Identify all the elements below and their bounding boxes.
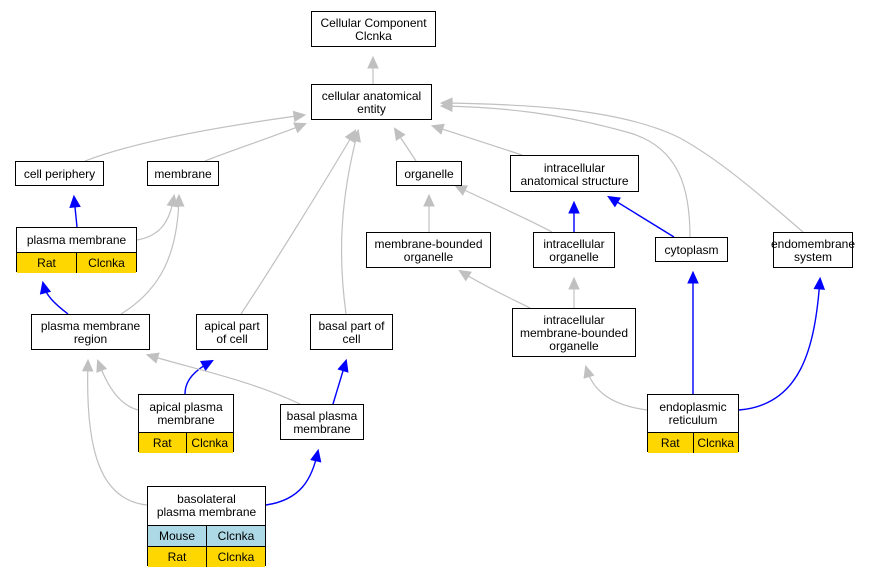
arrowhead-er-to-cyto [687, 270, 699, 284]
annotation-row: Rat Clcnka [139, 432, 233, 453]
node-label: intracellular organelle [543, 237, 605, 264]
edge-membrane-to-cae [204, 123, 306, 162]
node-label: cytoplasm [664, 243, 719, 257]
node-label: basal plasma membrane [286, 409, 358, 436]
arrowhead-pmr-to-pm [39, 280, 52, 295]
annotation-row: Rat Clcnka [648, 432, 738, 453]
arrowhead-blpm-to-bpm [310, 448, 322, 463]
arrowhead-ias-to-cae [430, 123, 445, 135]
node-label: basal part of cell [318, 319, 385, 346]
arrowhead-endo-to-cae [439, 97, 453, 109]
node-label: cell periphery [23, 167, 96, 181]
node-bpm: basal plasma membrane [280, 404, 364, 440]
arrowhead-er-to-imbo [583, 364, 595, 379]
edge-endo-to-cae [441, 102, 804, 233]
node-label: endomembrane system [770, 237, 856, 264]
annotation-species: Mouse [158, 528, 196, 543]
annotation-row: Rat Clcnka [17, 252, 136, 273]
node-endo: endomembrane system [770, 232, 856, 268]
arrowhead-io-to-ias [568, 200, 580, 214]
node-label: Cellular Component Clcnka [320, 16, 427, 43]
arrowhead-cyto-to-ias [607, 195, 621, 208]
arrowhead-cae-to-root [367, 55, 379, 69]
arrowhead-bpm-to-bpc [337, 358, 349, 373]
annotation-gene: Clcnka [185, 433, 234, 453]
annotation-species: Rat [660, 435, 680, 450]
arrowhead-imbo-to-io [568, 276, 580, 290]
edge-blpm-to-bpm [265, 450, 319, 506]
annotation-species: Rat [37, 255, 56, 270]
node-organelle: organelle [396, 161, 462, 186]
edge-er-to-imbo [585, 366, 648, 411]
node-mbo: membrane-bounded organelle [366, 232, 491, 268]
node-root: Cellular Component Clcnka [311, 11, 436, 47]
arrowhead-er-to-endo [813, 276, 826, 290]
node-pmr: plasma membrane region [31, 314, 150, 350]
node-io: intracellular organelle [533, 232, 615, 268]
node-label: organelle [404, 167, 454, 181]
annotation-gene: Clcnka [206, 547, 265, 567]
node-label: membrane [154, 167, 212, 181]
annotation-row: Rat Clcnka [148, 546, 265, 567]
annotation-species: Rat [152, 435, 172, 450]
node-apc: apical part of cell [196, 314, 268, 350]
node-label: intracellular membrane-bounded organelle [519, 313, 629, 353]
annotation-row: Mouse Clcnka [148, 525, 265, 546]
node-cae: cellular anatomical entity [311, 84, 432, 120]
arrowhead-blpm-to-pmr [81, 358, 94, 372]
node-label: plasma membrane [26, 232, 127, 247]
edge-blpm-to-pmr [87, 360, 148, 506]
node-label: intracellular anatomical structure [520, 160, 629, 188]
arrowhead-bpc-to-cae [349, 128, 361, 143]
arrowhead-bpm-to-pmr [145, 352, 160, 364]
node-label: membrane-bounded organelle [374, 237, 483, 264]
node-label: cellular anatomical entity [321, 89, 422, 116]
node-imbo: intracellular membrane-bounded organelle [512, 308, 636, 357]
annotation-species: Rat [167, 549, 187, 564]
annotation-gene: Clcnka [206, 526, 265, 546]
edge-imbo-to-mbo [459, 270, 531, 309]
edge-bpc-to-cae [340, 130, 359, 315]
edge-ias-to-cae [432, 125, 523, 156]
node-label: basolateral plasma membrane [156, 492, 257, 519]
node-label: plasma membrane region [40, 319, 141, 346]
node-ias: intracellular anatomical structure [510, 155, 639, 192]
edge-cyto-to-ias [608, 196, 675, 238]
arrowhead-mbo-to-organelle [423, 193, 435, 207]
node-label: endoplasmic reticulum [659, 399, 727, 427]
annotation-gene: Clcnka [76, 253, 136, 273]
arrowhead-imbo-to-mbo [458, 269, 472, 282]
node-label: apical part of cell [204, 319, 260, 346]
edge-io-to-organelle [455, 185, 553, 233]
node-label: apical plasma membrane [149, 399, 223, 427]
node-membrane: membrane [147, 161, 219, 186]
edge-apc-to-cae [240, 130, 356, 315]
arrowhead-organelle-to-cae [393, 127, 406, 141]
edge-cellper-to-cae [84, 114, 305, 162]
arrowhead-cellper-to-cae [292, 110, 307, 123]
edge-pmr-to-membrane [120, 195, 180, 315]
edge-er-to-endo [738, 278, 821, 411]
node-cellper: cell periphery [15, 161, 104, 186]
arrowhead-apm-to-apc [199, 359, 214, 372]
node-bpc: basal part of cell [310, 314, 393, 350]
annotation-gene: Clcnka [692, 433, 739, 453]
edge-cyto-to-cae [441, 105, 691, 238]
node-cyto: cytoplasm [655, 237, 728, 262]
edge-bpm-to-pmr [147, 354, 301, 405]
arrowhead-pm-to-cellper [69, 194, 81, 208]
arrowhead-apm-to-pmr [96, 358, 108, 373]
arrowhead-pmr-to-membrane [173, 193, 185, 207]
arrowhead-membrane-to-cae [293, 122, 308, 134]
